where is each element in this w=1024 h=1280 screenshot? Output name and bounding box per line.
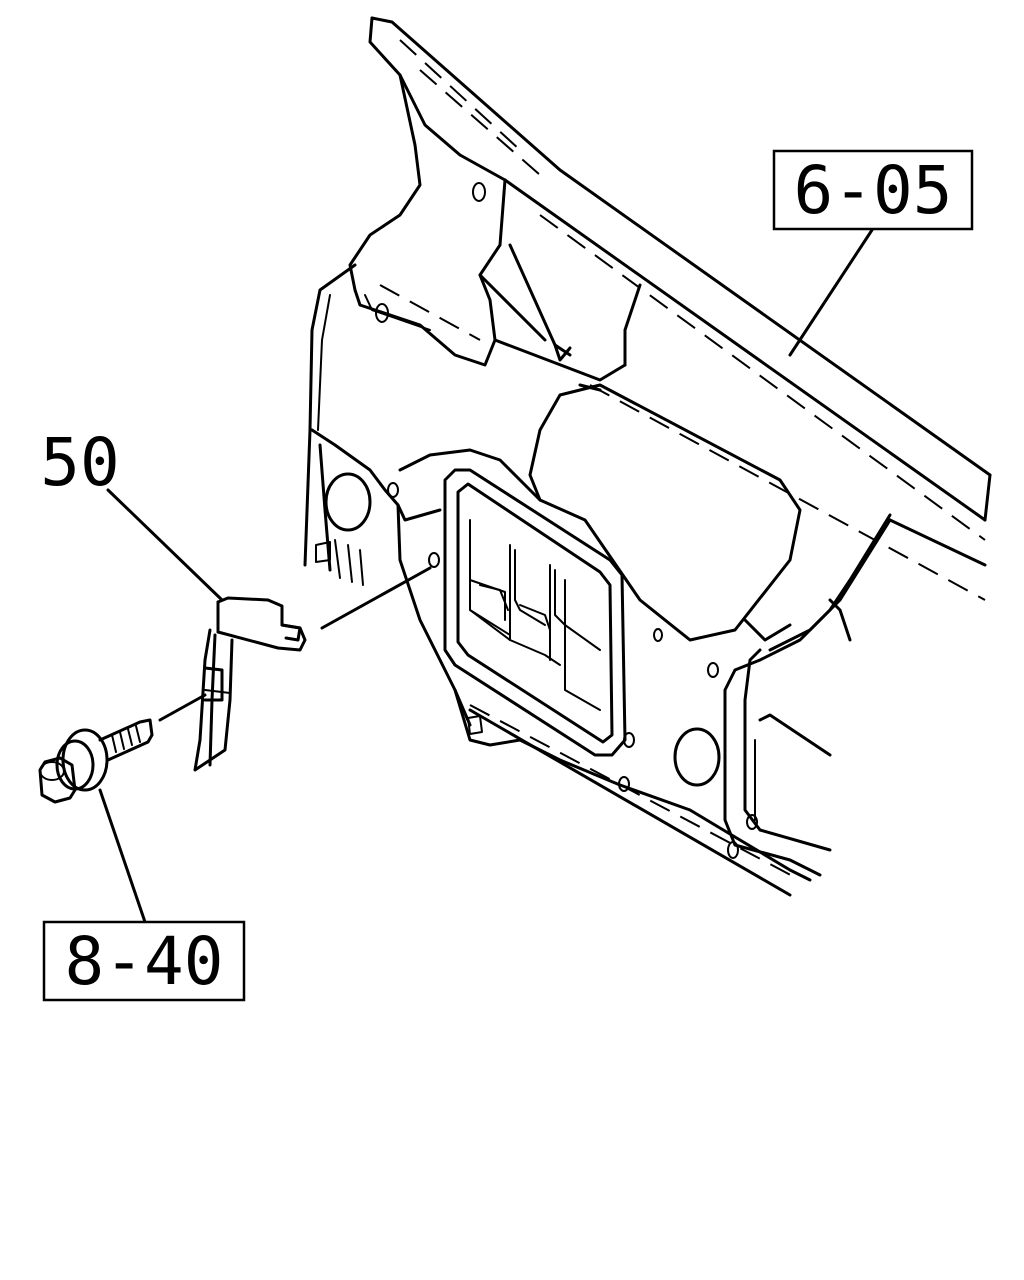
bolt-callout[interactable]: 8-40	[42, 920, 246, 1002]
body-panel	[303, 16, 992, 897]
bracket-leader-line	[106, 488, 224, 602]
bracket-part	[193, 596, 307, 772]
bracket-callout-label: 50	[40, 424, 119, 501]
bolt-part	[38, 718, 154, 804]
bolt-leader-line	[98, 788, 147, 924]
bolt-alignment-line	[158, 693, 207, 722]
bolt-callout-label: 8-40	[65, 923, 224, 1000]
panel-callout-label: 6-05	[794, 152, 953, 229]
panel-callout[interactable]: 6-05	[772, 149, 974, 231]
bracket-callout[interactable]: 50	[40, 424, 119, 501]
panel-leader-line	[788, 228, 874, 357]
bracket-alignment-line	[320, 566, 432, 630]
